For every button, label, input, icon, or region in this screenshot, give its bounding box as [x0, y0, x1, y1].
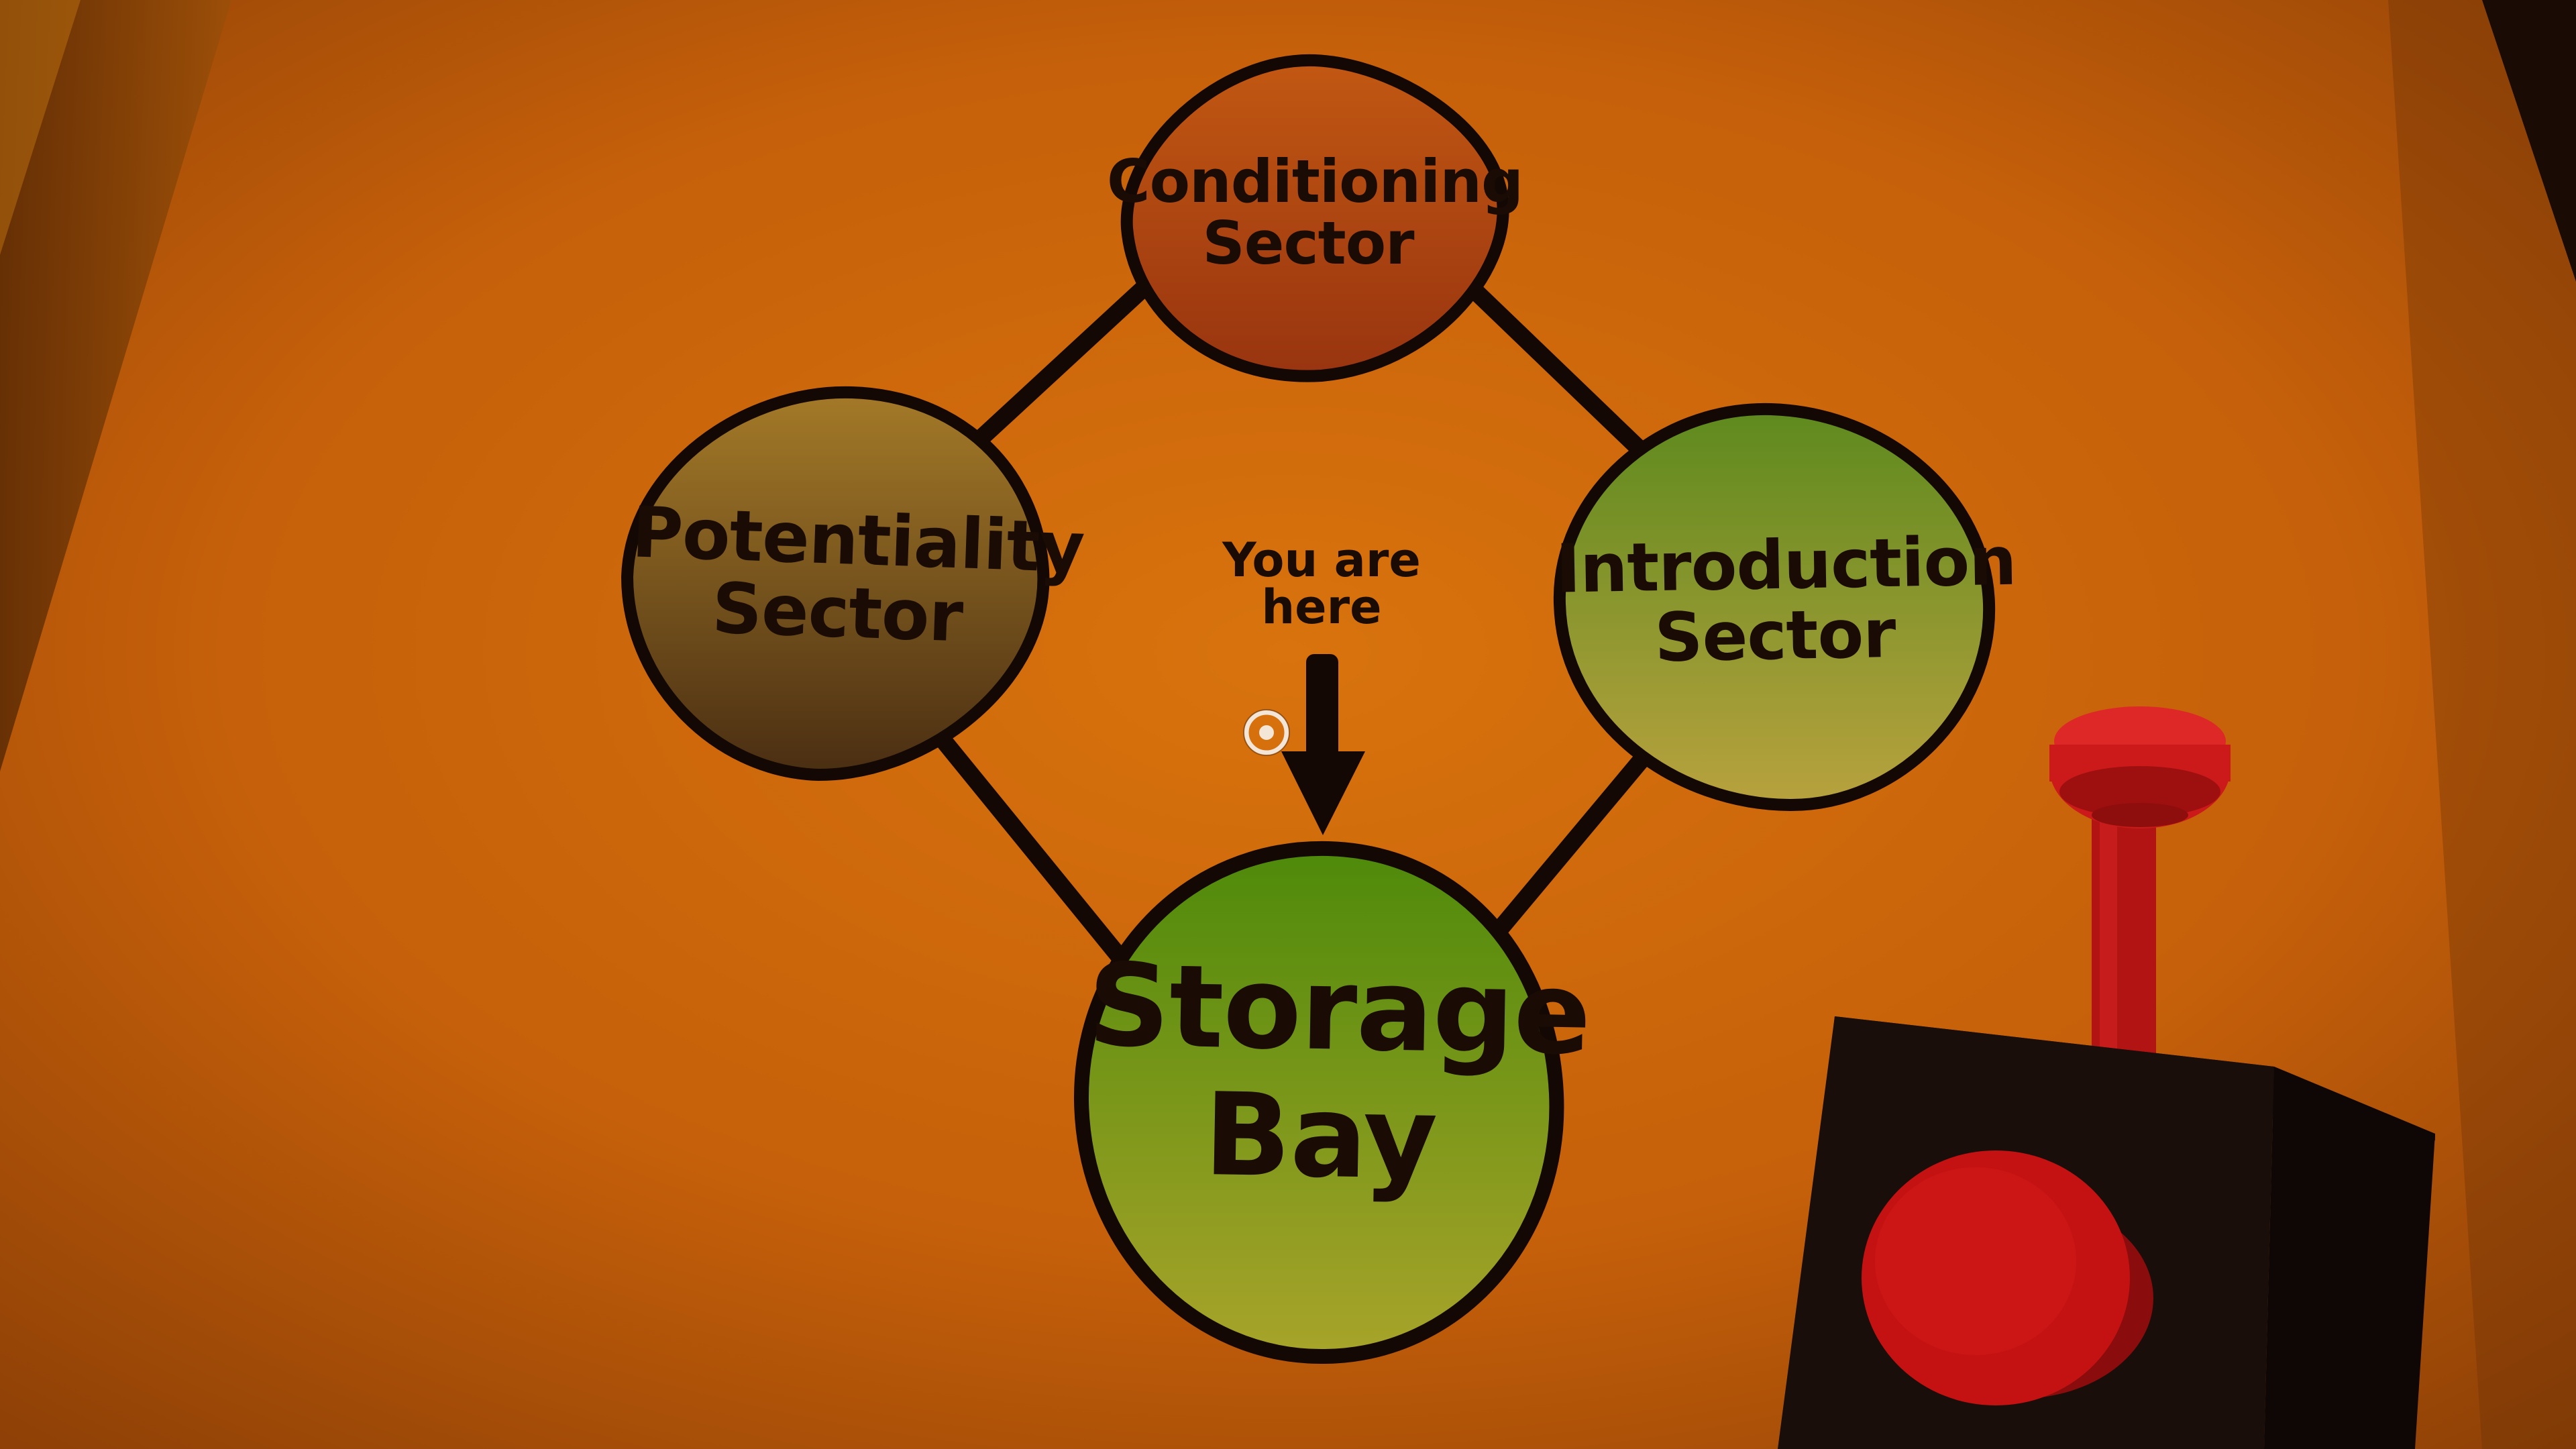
node-conditioning: [1120, 54, 1509, 382]
console-side: [2264, 1067, 2435, 1449]
conditioning-line2: Sector: [1202, 209, 1414, 278]
you-are-here-line2: here: [1261, 580, 1382, 635]
node-potentiality: [621, 386, 1050, 782]
left-edge-glow: [0, 0, 80, 255]
node-conditioning-label: Conditioning Sector: [1107, 147, 1523, 278]
node-introduction-label: Introduction Sector: [1555, 521, 2017, 678]
big-red-button[interactable]: [1862, 1150, 2153, 1405]
line-introduction-storage: [1477, 733, 1666, 955]
line-potentiality-storage: [927, 722, 1136, 975]
right-wall-shadow: [2388, 0, 2576, 1449]
left-wall-shadow: [0, 0, 231, 771]
potentiality-line1: Potentiality: [630, 491, 1086, 589]
you-are-here-line1: You are: [1222, 533, 1421, 588]
node-potentiality-label: Potentiality Sector: [628, 491, 1086, 657]
crosshair-icon: [1243, 709, 1290, 756]
lever-console[interactable]: [1778, 706, 2435, 1449]
you-are-here-label: You are here: [1201, 537, 1442, 631]
storage-line1: Storage: [1086, 938, 1592, 1081]
line-conditioning-introduction: [1464, 280, 1656, 465]
node-storage-label: Storage Bay: [1085, 938, 1592, 1206]
connector-lines: [927, 273, 1666, 975]
line-conditioning-potentiality: [967, 273, 1159, 451]
right-corner: [2482, 0, 2576, 282]
node-storage: [1073, 841, 1564, 1364]
you-are-here-arrow: [1281, 654, 1365, 835]
storage-line2: Bay: [1203, 1069, 1438, 1206]
introduction-line1: Introduction: [1555, 521, 2017, 608]
introduction-line2: Sector: [1654, 594, 1896, 678]
conditioning-line1: Conditioning: [1107, 147, 1523, 216]
node-introduction: [1553, 402, 1996, 812]
